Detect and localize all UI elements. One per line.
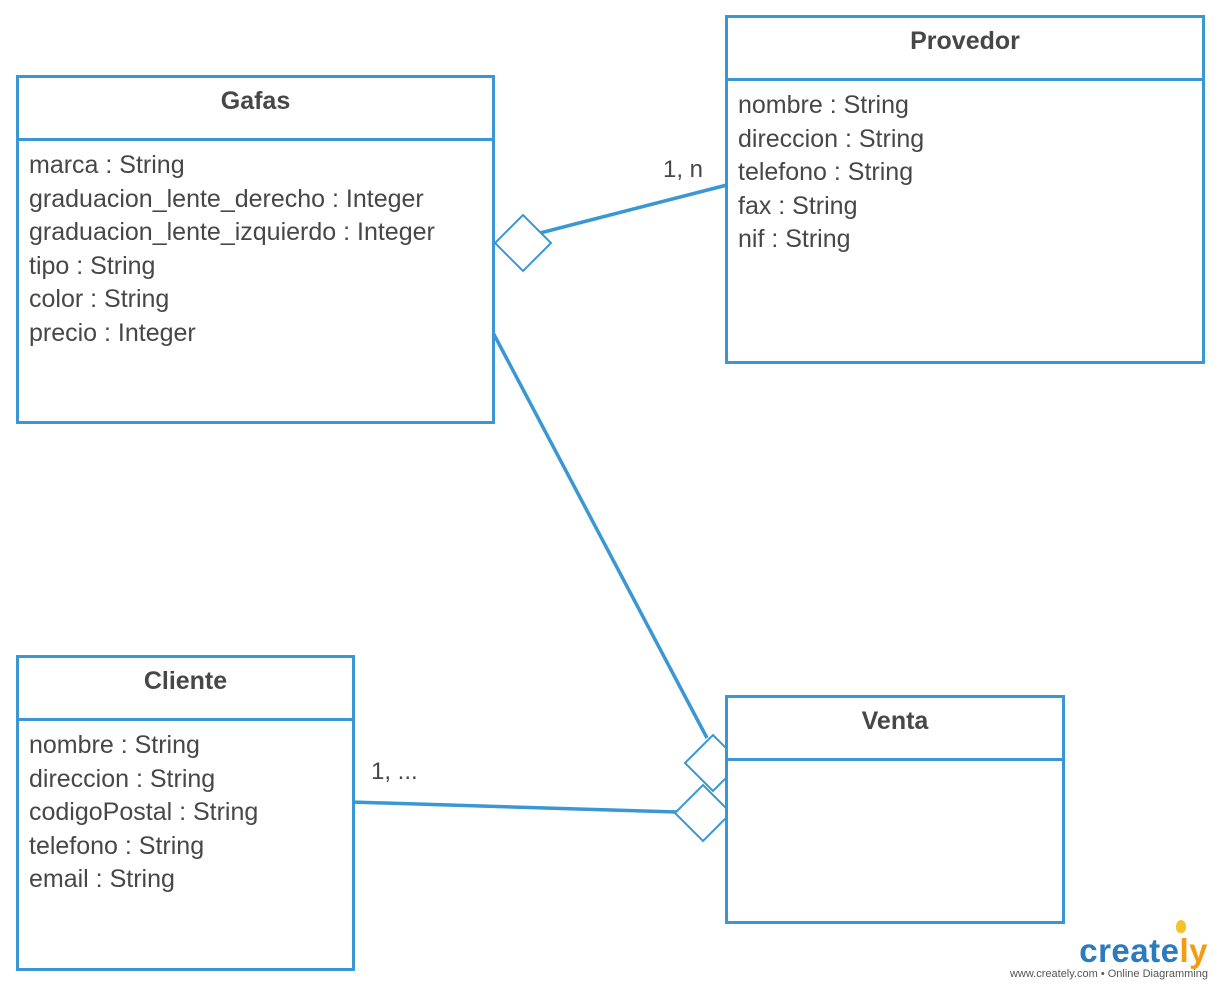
class-gafas[interactable]: Gafas marca : String graduacion_lente_de… <box>16 75 495 424</box>
attribute: fax : String <box>738 191 858 220</box>
class-venta[interactable]: Venta <box>725 695 1065 924</box>
class-name-cliente: Cliente <box>19 658 352 721</box>
association-line-gafas-venta[interactable] <box>487 324 709 739</box>
attribute: direccion : String <box>738 124 925 153</box>
attributes-venta <box>728 761 1062 769</box>
association-line-cliente-venta[interactable] <box>350 800 678 814</box>
attribute: codigoPostal : String <box>29 798 259 826</box>
attribute: graduacion_lente_izquierdo : Integer <box>29 218 435 246</box>
attributes-provedor: nombre : String direccion : String telef… <box>728 81 1202 257</box>
attribute: nif : String <box>738 225 851 253</box>
attribute: telefono : String <box>29 831 205 860</box>
attribute: tipo : String <box>29 251 156 280</box>
attribute: nombre : String <box>29 731 200 759</box>
class-name-provedor: Provedor <box>728 18 1202 81</box>
attribute: email : String <box>29 865 175 893</box>
attribute: marca : String <box>29 151 185 179</box>
attribute: color : String <box>29 285 170 313</box>
logo-tagline: www.creately.com • Online Diagramming <box>1009 968 1208 980</box>
creately-logo: creately www.creately.com • Online Diagr… <box>1009 920 1208 980</box>
class-cliente[interactable]: Cliente nombre : String direccion : Stri… <box>16 655 355 971</box>
association-line-gafas-provedor[interactable] <box>539 183 728 235</box>
multiplicity-gafas-provedor: 1, n <box>663 156 704 183</box>
logo-main-text: create <box>1079 932 1180 969</box>
aggregation-diamond-venta-cliente <box>673 783 733 843</box>
logo-accent-text: ly <box>1179 932 1208 969</box>
class-name-gafas: Gafas <box>19 78 492 141</box>
attributes-gafas: marca : String graduacion_lente_derecho … <box>19 141 492 350</box>
logo-wordmark: creately <box>1079 920 1208 970</box>
attribute: precio : Integer <box>29 318 196 347</box>
aggregation-diamond-gafas <box>493 213 553 273</box>
attribute: graduacion_lente_derecho : Integer <box>29 184 424 213</box>
multiplicity-cliente-venta: 1, ... <box>371 758 418 785</box>
attribute: nombre : String <box>738 91 909 119</box>
attribute: direccion : String <box>29 764 216 793</box>
attribute: telefono : String <box>738 158 914 186</box>
lightbulb-icon <box>1176 920 1186 933</box>
class-provedor[interactable]: Provedor nombre : String direccion : Str… <box>725 15 1205 364</box>
attributes-cliente: nombre : String direccion : String codig… <box>19 721 352 897</box>
class-name-venta: Venta <box>728 698 1062 761</box>
